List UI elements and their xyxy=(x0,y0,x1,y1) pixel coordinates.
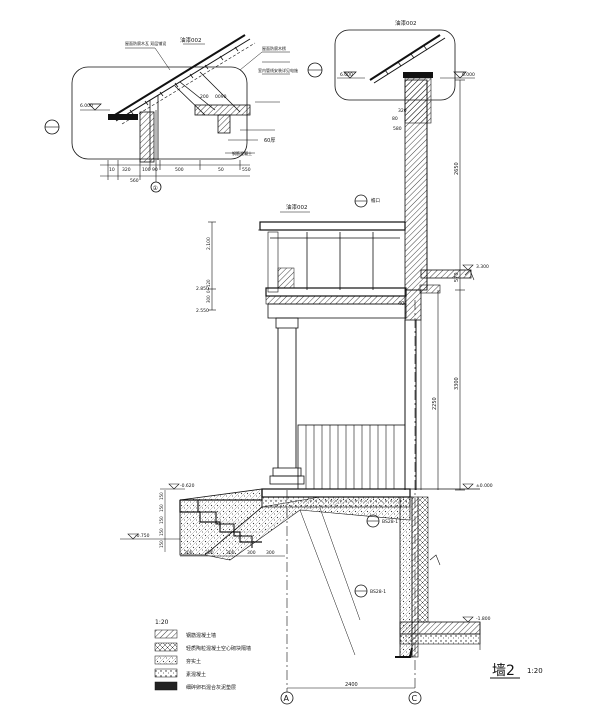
eave-detail-right: 油漆002 6.000 6.000 80 320 580 xyxy=(307,19,475,132)
dim-bottom: 2400 xyxy=(345,682,358,688)
left-elev: 6.000 xyxy=(80,103,93,109)
legend-swatch-5 xyxy=(154,681,178,691)
axis-c-label: C xyxy=(412,694,418,703)
elev-step-low: -0.750 xyxy=(135,533,150,539)
left-dim-total: 560 xyxy=(130,178,139,184)
stair-hdim-1: 300 xyxy=(184,550,193,556)
stair-hdim-3: 300 xyxy=(226,550,235,556)
title-main: 墙2 xyxy=(492,663,515,679)
stair-vdim-5: 150 xyxy=(159,540,164,548)
stair-hdim-4: 300 xyxy=(247,550,256,556)
left-dim-1: 10 xyxy=(109,167,115,173)
right-elev-left: 6.000 xyxy=(340,72,353,78)
left-dim-upper-1: 200 xyxy=(200,94,209,100)
left-callout-d: 60厚 xyxy=(264,138,275,144)
drawing-title: 墙2 1:20 xyxy=(490,663,543,679)
stair-hdim-2: 300 xyxy=(205,550,214,556)
left-dim-4: 90 xyxy=(152,167,158,173)
dim-40: 40 xyxy=(398,301,404,307)
stair-vdim-4: 150 xyxy=(159,528,164,536)
right-detail-top-label: 油漆002 xyxy=(395,19,417,27)
left-dim-7: 550 xyxy=(242,167,251,173)
legend: 1:20 钢筋混凝土墙 轻质陶粒混凝土空心砌块隔墙 夯实土 素混凝土 细碎卵石混… xyxy=(154,619,251,691)
legend-item-4: 素混凝土 xyxy=(186,671,206,678)
stair-vdim-2: 150 xyxy=(159,504,164,512)
left-callout-a: 屋面防腐木瓦 双层铺设 xyxy=(125,40,166,46)
elev-mid: 2.850 xyxy=(196,286,209,292)
legend-swatch-4 xyxy=(154,668,178,678)
left-dim-upper-2: 0090 xyxy=(215,94,227,100)
right-elev-right: 6.000 xyxy=(462,72,475,78)
elev-ground: ±0.000 xyxy=(476,483,493,489)
vdim-right-2: 570 xyxy=(454,272,460,282)
elev-top: 2.100 xyxy=(206,237,212,250)
vdim-left-2: 0~120 xyxy=(206,279,211,293)
ref-2: BS28-1 xyxy=(370,589,386,595)
stair-vdim-3: 150 xyxy=(159,516,164,524)
legend-item-3: 夯实土 xyxy=(186,658,201,665)
left-dim-5: 500 xyxy=(175,167,184,173)
legend-swatch-3 xyxy=(154,655,178,665)
right-dim-2: 320 xyxy=(398,108,407,114)
left-callout-b: 屋面防腐木楞 xyxy=(262,45,286,51)
legend-item-5: 细碎卵石混合灰泥垫层 xyxy=(186,684,236,691)
elev-low: 2.550 xyxy=(196,308,209,314)
vdim-mid-1: 2250 xyxy=(432,397,438,410)
legend-scale: 1:20 xyxy=(155,619,169,626)
vdim-right-3: 3300 xyxy=(454,377,460,390)
stair-hdim-5: 300 xyxy=(266,550,275,556)
ref-1: BS28-1 xyxy=(382,519,398,525)
vdim-right-1: 2650 xyxy=(454,162,460,175)
axis-a-label: A xyxy=(284,694,290,703)
elev-step-top: -0.620 xyxy=(180,483,195,489)
left-detail-badge: ① xyxy=(153,185,158,192)
left-dim-2: 320 xyxy=(122,167,131,173)
legend-item-2: 轻质陶粒混凝土空心砌块隔墙 xyxy=(186,645,251,652)
eave-detail-left: 油漆002 屋面防腐木瓦 双层铺设 屋面防腐木楞 室内管线安装详见电施 60厚 … xyxy=(44,34,298,193)
vdim-left-1: 300 xyxy=(206,295,211,303)
left-dim-6: 50 xyxy=(218,167,224,173)
eave-label: 檐口 xyxy=(371,197,380,204)
left-dim-3: 100 xyxy=(142,167,151,173)
roof-label: 油漆002 xyxy=(286,203,308,211)
legend-swatch-2 xyxy=(154,642,178,652)
elev-right-bottom: -1.800 xyxy=(476,616,491,622)
left-detail-top-label: 油漆002 xyxy=(180,36,202,44)
legend-swatch-1 xyxy=(154,629,178,639)
right-dim-1: 80 xyxy=(392,116,398,122)
elev-wall: 3.300 xyxy=(476,264,489,270)
title-scale: 1:20 xyxy=(527,667,543,675)
main-section: A C 2400 2650 570 3300 2250 40 3.300 ±0.… xyxy=(120,79,493,705)
stair-vdim-1: 150 xyxy=(159,492,164,500)
left-callout-c: 室内管线安装详见电施 xyxy=(258,67,298,73)
legend-item-1: 钢筋混凝土墙 xyxy=(186,632,216,639)
left-callout-e: 钢筋混凝土 xyxy=(232,150,252,156)
right-dim-3: 580 xyxy=(393,126,402,132)
